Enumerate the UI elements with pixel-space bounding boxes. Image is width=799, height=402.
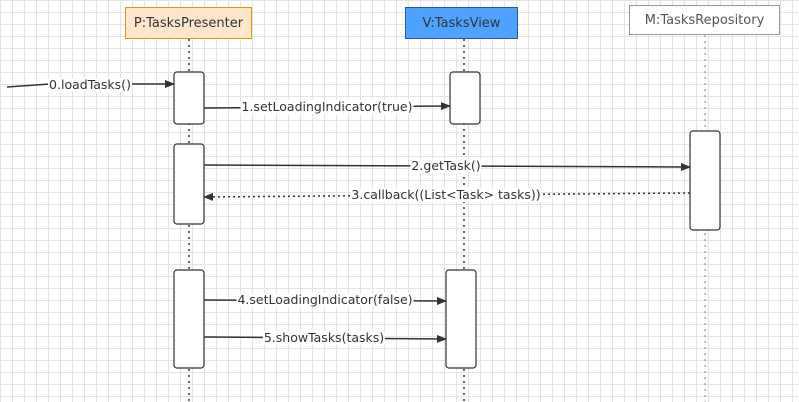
message-1-label: 1.setLoadingIndicator(true) xyxy=(240,99,414,114)
participant-repository[interactable]: M:TasksRepository xyxy=(629,5,780,35)
presenter-activation-3[interactable] xyxy=(173,269,205,369)
message-0-label: 0.loadTasks() xyxy=(48,77,132,92)
message-3-arrow[interactable] xyxy=(203,192,691,201)
message-5-label: 5.showTasks(tasks) xyxy=(262,330,386,345)
message-3-label: 3.callback((List<Task> tasks)) xyxy=(350,187,542,202)
presenter-activation-1[interactable] xyxy=(173,71,205,125)
view-activation-1[interactable] xyxy=(449,71,481,125)
message-4-label: 4.setLoadingIndicator(false) xyxy=(236,292,414,307)
presenter-activation-2[interactable] xyxy=(173,143,205,225)
participant-presenter[interactable]: P:TasksPresenter xyxy=(125,7,252,39)
message-2-label: 2.getTask() xyxy=(410,158,482,173)
repository-activation[interactable] xyxy=(689,130,721,231)
participant-view[interactable]: V:TasksView xyxy=(405,7,518,39)
view-activation-2[interactable] xyxy=(445,269,477,369)
